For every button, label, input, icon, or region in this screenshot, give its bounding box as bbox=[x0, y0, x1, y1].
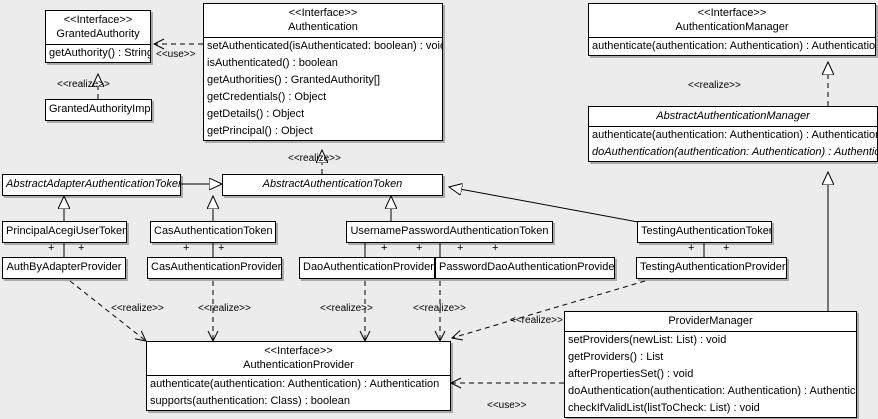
edge-label-realize-authbyadapterprovider: <<realize>> bbox=[111, 303, 164, 314]
assoc-marker-plus: + bbox=[381, 242, 388, 254]
class-testing-authentication-provider[interactable]: TestingAuthenticationProvider bbox=[636, 257, 787, 279]
class-header-granted-authority: <<Interface>> GrantedAuthority bbox=[46, 11, 150, 44]
class-name: PrincipalAcegiUserToken bbox=[6, 225, 127, 237]
edge-label-realize-passworddaoauthenticationprovider: <<realize>> bbox=[413, 303, 466, 314]
class-cas-authentication-provider[interactable]: CasAuthenticationProvider bbox=[147, 257, 282, 279]
class-name: Authentication bbox=[288, 21, 358, 33]
class-name: AuthByAdapterProvider bbox=[6, 261, 122, 273]
class-authentication-provider[interactable]: <<Interface>> AuthenticationProvider aut… bbox=[146, 341, 451, 411]
operation: authenticate(authentication: Authenticat… bbox=[592, 40, 876, 52]
class-header-authentication: <<Interface>> Authentication bbox=[204, 4, 442, 37]
edge-label-realize-abstractauthenticationmanager: <<realize>> bbox=[688, 80, 741, 91]
edge-label-use-grantedauthority: <<use>> bbox=[156, 49, 196, 60]
class-name: TestingAuthenticationToken bbox=[641, 225, 772, 237]
class-name: AbstractAdapterAuthenticationToken bbox=[6, 178, 181, 190]
operation: getDetails() : Object bbox=[207, 108, 305, 120]
class-name: GrantedAuthorityImpl bbox=[49, 103, 152, 115]
edge-label-realize-casauthenticationprovider: <<realize>> bbox=[198, 303, 251, 314]
operation: doAuthentication(authentication: Authent… bbox=[568, 385, 857, 397]
class-abstract-authentication-token[interactable]: AbstractAuthenticationToken bbox=[222, 174, 443, 196]
assoc-marker-plus: + bbox=[688, 242, 695, 254]
class-name: TestingAuthenticationProvider bbox=[640, 261, 786, 273]
operations-compartment: setAuthenticated(isAuthenticated: boolea… bbox=[204, 37, 442, 140]
assoc-marker-plus: + bbox=[183, 242, 190, 254]
assoc-marker-plus: + bbox=[48, 242, 55, 254]
class-dao-authentication-provider[interactable]: DaoAuthenticationProvider bbox=[299, 257, 435, 279]
class-name: CasAuthenticationToken bbox=[154, 225, 273, 237]
stereotype: <<Interface>> bbox=[264, 345, 333, 357]
operations-compartment: authenticate(authentication: Authenticat… bbox=[147, 375, 450, 410]
class-granted-authority[interactable]: <<Interface>> GrantedAuthority getAuthor… bbox=[45, 10, 151, 63]
class-name: ProviderManager bbox=[668, 315, 753, 327]
edge-label-realize-grantedauthorityimpl: <<realize>> bbox=[57, 79, 110, 90]
class-header-abstract-authentication-manager: AbstractAuthenticationManager bbox=[589, 107, 877, 126]
operation: supports(authentication: Class) : boolea… bbox=[150, 395, 350, 407]
class-testing-authentication-token[interactable]: TestingAuthenticationToken bbox=[637, 221, 772, 243]
operation: isAuthenticated() : boolean bbox=[207, 57, 338, 69]
class-provider-manager[interactable]: ProviderManager setProviders(newList: Li… bbox=[564, 311, 857, 418]
operations-compartment: getAuthority() : String bbox=[46, 44, 150, 62]
operation: getAuthorities() : GrantedAuthority[] bbox=[207, 74, 381, 86]
class-name: CasAuthenticationProvider bbox=[151, 261, 282, 273]
class-auth-by-adapter-provider[interactable]: AuthByAdapterProvider bbox=[2, 257, 126, 279]
class-header-authentication-manager: <<Interface>> AuthenticationManager bbox=[589, 4, 875, 37]
class-username-password-authentication-token[interactable]: UsernamePasswordAuthenticationToken bbox=[346, 221, 553, 243]
class-cas-authentication-token[interactable]: CasAuthenticationToken bbox=[150, 221, 276, 243]
assoc-marker-plus: + bbox=[78, 242, 85, 254]
assoc-marker-plus: + bbox=[457, 242, 464, 254]
class-header-authentication-provider: <<Interface>> AuthenticationProvider bbox=[147, 342, 450, 375]
class-abstract-adapter-authentication-token[interactable]: AbstractAdapterAuthenticationToken bbox=[2, 174, 181, 196]
class-authentication-manager[interactable]: <<Interface>> AuthenticationManager auth… bbox=[588, 3, 876, 56]
class-name: AuthenticationManager bbox=[675, 21, 789, 33]
class-name: DaoAuthenticationProvider bbox=[303, 261, 434, 273]
class-header-provider-manager: ProviderManager bbox=[565, 312, 856, 331]
edge-label-realize-daoauthenticationprovider: <<realize>> bbox=[320, 303, 373, 314]
operation: authenticate(authentication: Authenticat… bbox=[592, 129, 878, 141]
assoc-marker-plus: + bbox=[492, 242, 499, 254]
class-principal-acegi-user-token[interactable]: PrincipalAcegiUserToken bbox=[2, 221, 127, 243]
class-name: PasswordDaoAuthenticationProvider bbox=[439, 261, 615, 273]
operation: checkIfValidList(listToCheck: List) : vo… bbox=[568, 402, 760, 414]
edge-label-realize-testingauthenticationprovider: <<realize>> bbox=[510, 315, 563, 326]
stereotype: <<Interface>> bbox=[288, 7, 358, 19]
class-authentication[interactable]: <<Interface>> Authentication setAuthenti… bbox=[203, 3, 443, 141]
link-generalize-testingauthenticationtoken bbox=[449, 187, 639, 223]
assoc-marker-plus: + bbox=[723, 242, 730, 254]
class-password-dao-authentication-provider[interactable]: PasswordDaoAuthenticationProvider bbox=[435, 257, 615, 279]
assoc-marker-plus: + bbox=[218, 242, 225, 254]
operation: afterPropertiesSet() : void bbox=[568, 368, 694, 380]
operation: doAuthentication(authentication: Authent… bbox=[592, 146, 878, 158]
class-abstract-authentication-manager[interactable]: AbstractAuthenticationManager authentica… bbox=[588, 106, 878, 162]
operation: setProviders(newList: List) : void bbox=[568, 334, 727, 346]
class-name: AbstractAuthenticationManager bbox=[656, 110, 810, 122]
class-name: UsernamePasswordAuthenticationToken bbox=[350, 225, 549, 237]
class-name: GrantedAuthority bbox=[56, 28, 140, 40]
operation: getPrincipal() : Object bbox=[207, 125, 313, 137]
stereotype: <<Interface>> bbox=[697, 7, 767, 19]
stereotype: <<Interface>> bbox=[63, 14, 133, 26]
operation: getProviders() : List bbox=[568, 351, 664, 363]
assoc-marker-plus: + bbox=[416, 242, 423, 254]
operation: authenticate(authentication: Authenticat… bbox=[150, 378, 440, 390]
operations-compartment: authenticate(authentication: Authenticat… bbox=[589, 37, 875, 55]
operation: getCredentials() : Object bbox=[207, 91, 327, 103]
operations-compartment: setProviders(newList: List) : void getPr… bbox=[565, 331, 856, 417]
class-granted-authority-impl[interactable]: GrantedAuthorityImpl bbox=[45, 99, 152, 121]
edge-label-use-providermanager: <<use>> bbox=[487, 400, 527, 411]
operation: setAuthenticated(isAuthenticated: boolea… bbox=[207, 40, 443, 52]
class-name: AbstractAuthenticationToken bbox=[262, 178, 403, 190]
operation: getAuthority() : String bbox=[49, 47, 151, 59]
class-name: AuthenticationProvider bbox=[243, 359, 354, 371]
operations-compartment: authenticate(authentication: Authenticat… bbox=[589, 126, 877, 161]
edge-label-realize-abstractauthenticationtoken: <<realize>> bbox=[288, 153, 341, 164]
